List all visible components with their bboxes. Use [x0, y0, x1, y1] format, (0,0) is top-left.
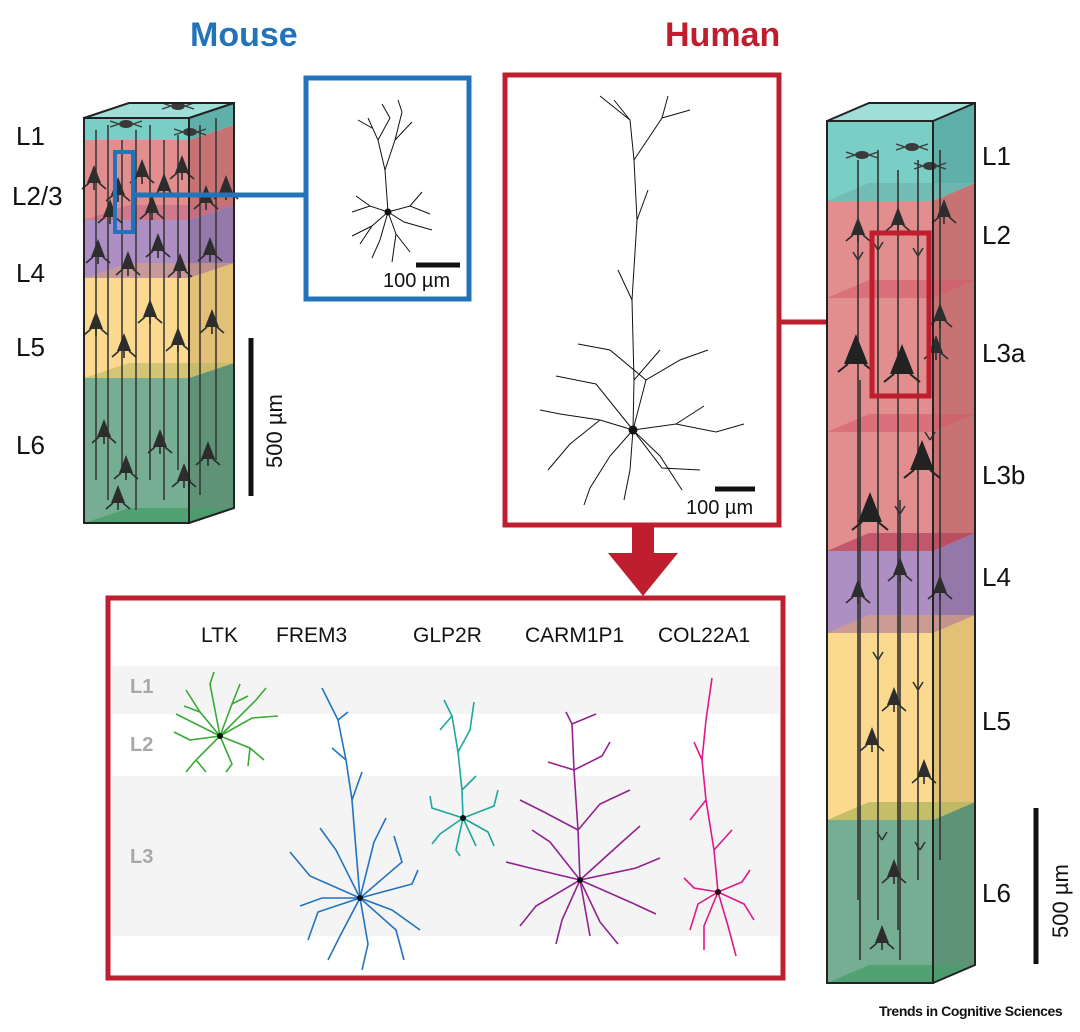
- mouse-layer-label: L2/3: [12, 181, 63, 211]
- ltk-neuron: [173, 671, 279, 773]
- gene-label-ltk: LTK: [201, 624, 238, 647]
- mouse-cortex-column: [81, 101, 239, 524]
- carm1p1-neuron: [505, 711, 661, 945]
- gene-label-col22a1: COL22A1: [658, 624, 751, 647]
- frem3-neuron: [289, 687, 421, 971]
- human-layer-label: L1: [982, 141, 1011, 171]
- down-arrow-icon: [608, 553, 678, 596]
- human-layer-label: L4: [982, 562, 1011, 592]
- gene-layer-label: L2: [130, 734, 154, 756]
- mouse-inset-frame: [303, 75, 472, 302]
- mouse-highlight-box: [113, 150, 135, 234]
- human-inset-frame: [502, 72, 782, 528]
- journal-credit: Trends in Cognitive Sciences: [879, 1003, 1063, 1019]
- human-cortex-column: [826, 102, 976, 984]
- gene-label-frem3: FREM3: [276, 624, 348, 647]
- human-layer-label: L3b: [982, 460, 1026, 490]
- mouse-layer-label: L4: [16, 258, 45, 288]
- mouse-layer-label: L5: [16, 332, 45, 362]
- human-layer-label: L6: [982, 878, 1011, 908]
- mouse-title: Mouse: [190, 16, 298, 54]
- mouse-neuron-drawing: [351, 99, 433, 263]
- col22a1-neuron: [683, 677, 755, 957]
- human-layer-label: L5: [982, 706, 1011, 736]
- mouse-column-scale-label: 500 µm: [262, 394, 287, 468]
- human-layer-label: L3a: [982, 338, 1026, 368]
- mouse-inset-scale-label: 100 µm: [383, 270, 451, 292]
- human-neuron-drawing: [539, 95, 745, 506]
- gene-label-carm1p1: CARM1P1: [525, 624, 625, 647]
- human-layer-label: L2: [982, 220, 1011, 250]
- human-column-scale-label: 500 µm: [1048, 864, 1073, 938]
- gene-label-glp2r: GLP2R: [413, 624, 482, 647]
- human-inset-scale-label: 100 µm: [686, 497, 754, 519]
- gene-layer-label: L3: [130, 846, 154, 868]
- human-highlight-box: [869, 230, 932, 399]
- glp2r-neuron: [429, 699, 499, 857]
- mouse-layer-label: L1: [16, 121, 45, 151]
- mouse-layer-label: L6: [16, 430, 45, 460]
- human-title: Human: [665, 16, 781, 54]
- gene-layer-label: L1: [130, 676, 154, 698]
